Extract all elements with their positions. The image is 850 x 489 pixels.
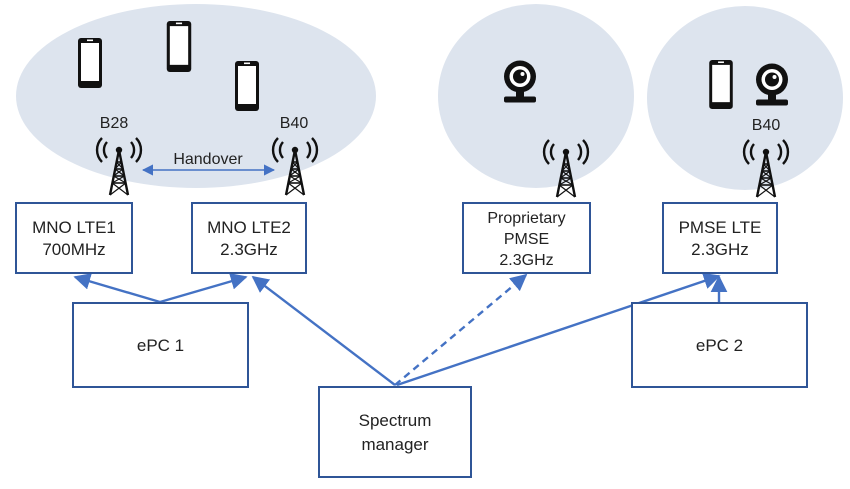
mno-lte1-box: [15, 202, 133, 274]
band-label: B28: [100, 115, 129, 132]
tower-b40-pmse: B40: [742, 117, 790, 199]
connection-links: [73, 272, 728, 387]
cell-pmse-lte: [647, 6, 843, 190]
band-label: B40: [280, 115, 309, 132]
proprietary-pmse-label-line: Proprietary: [487, 210, 565, 227]
proprietary-pmse-label-line: 2.3GHz: [499, 252, 553, 269]
spectrum-manager-box: [318, 386, 472, 478]
link-epc-1-to-mno-lte1: [73, 273, 161, 304]
epc-1-label-line: ePC 1: [137, 336, 184, 355]
link-spectrum-manager-to-pmse-lte: [396, 272, 721, 387]
epc-1-box: [72, 302, 249, 388]
pmse-lte-box: [662, 202, 778, 274]
spectrum-manager-node: Spectrum manager: [318, 386, 472, 478]
smartphone-icon: [78, 38, 102, 88]
smartphone-icon: [235, 61, 259, 111]
base-stations: B28 B40 B40: [95, 115, 790, 199]
handover-label: Handover: [173, 151, 243, 168]
epc-2-box: [631, 302, 808, 388]
proprietary-pmse-box: [462, 202, 591, 274]
epc-1-node: ePC 1: [72, 302, 249, 388]
mno-lte1-label-line: MNO LTE1: [32, 218, 116, 237]
mno-lte2-node: MNO LTE2 2.3GHz: [191, 202, 307, 274]
band-label: B40: [752, 117, 781, 134]
pmse-lte-label-line: 2.3GHz: [691, 240, 749, 259]
spectrum-manager-label-line: manager: [361, 435, 428, 454]
mno-lte1-node: MNO LTE1 700MHz: [15, 202, 133, 274]
link-spectrum-manager-to-mno-lte2: [251, 275, 396, 386]
smartphone-icon: [709, 59, 733, 110]
tower-b28: B28: [95, 115, 143, 197]
mno-lte1-label-line: 700MHz: [42, 240, 105, 259]
mno-lte2-label-line: MNO LTE2: [207, 218, 291, 237]
smartphone-icon: [166, 21, 192, 72]
epc-2-label-line: ePC 2: [696, 336, 743, 355]
epc-2-node: ePC 2: [631, 302, 808, 388]
mno-lte2-box: [191, 202, 307, 274]
mno-lte2-label-line: 2.3GHz: [220, 240, 278, 259]
handover-indicator: Handover: [141, 151, 276, 176]
link-spectrum-manager-to-proprietary-pmse: [394, 273, 528, 386]
tower-b40-mno: B40: [271, 115, 319, 197]
pmse-lte-label-line: PMSE LTE: [679, 218, 762, 237]
cell-pmse-prop: [438, 4, 634, 188]
spectrum-manager-label-line: Spectrum: [359, 411, 432, 430]
pmse-lte-node: PMSE LTE 2.3GHz: [662, 202, 778, 274]
proprietary-pmse-label-line: PMSE: [504, 231, 549, 248]
link-epc-1-to-mno-lte2: [159, 273, 248, 304]
